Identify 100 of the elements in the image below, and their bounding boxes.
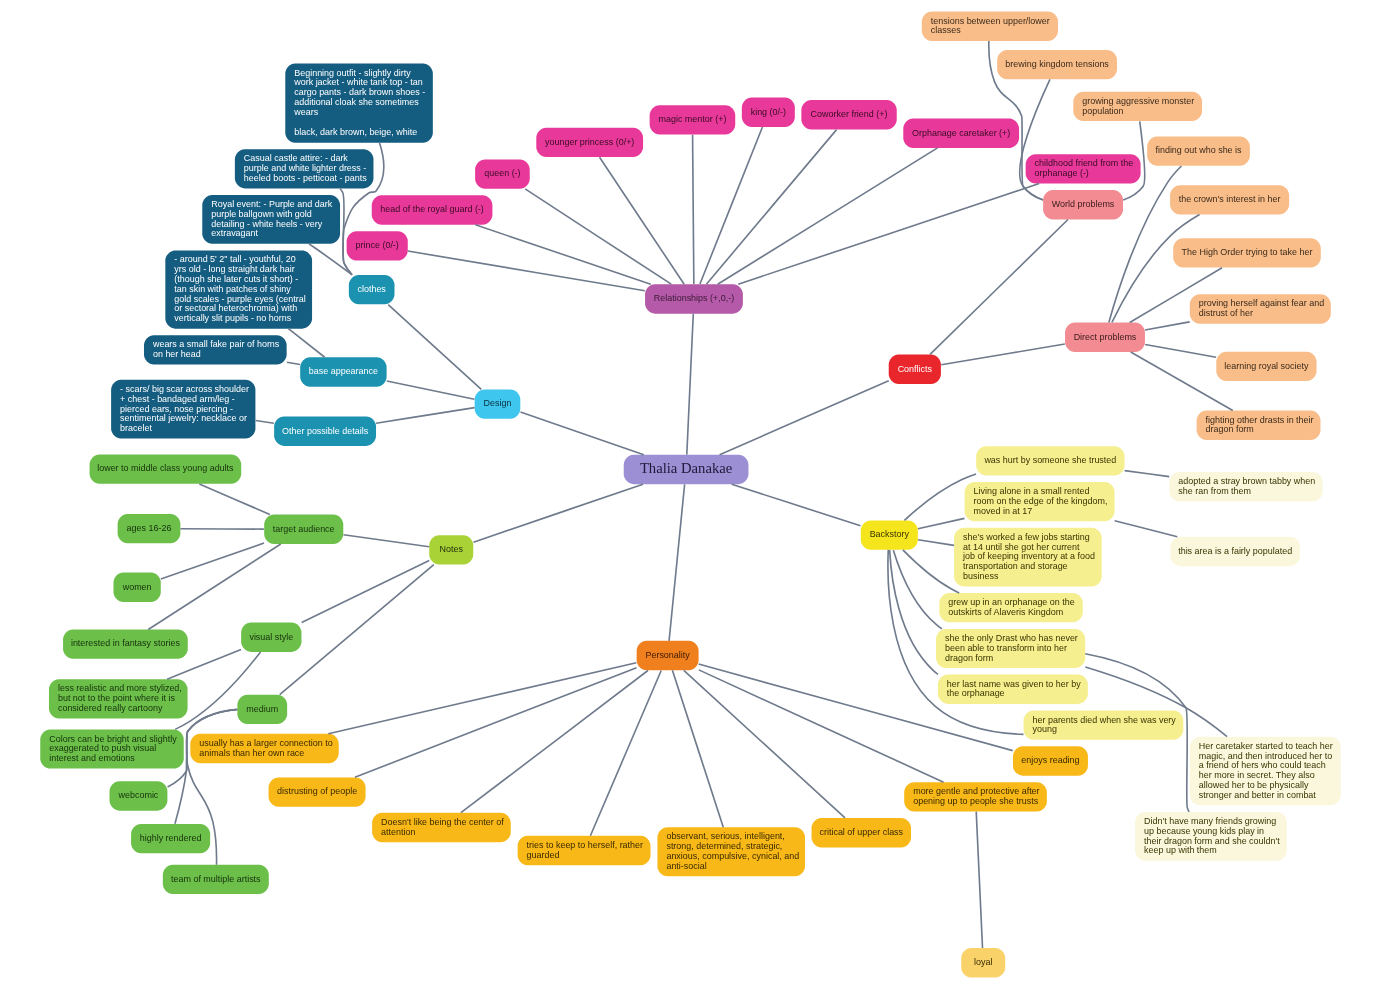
connector (179, 527, 265, 530)
connector (198, 483, 271, 516)
connector (1108, 165, 1183, 324)
node-box: wears a small fake pair of horns on her head (144, 335, 287, 365)
node-box: the crown's interest in her (1170, 185, 1290, 215)
node-box: ages 16-26 (117, 514, 181, 544)
connector (716, 147, 939, 286)
node-box: Other possible details (274, 416, 377, 446)
node-box: tensions between upper/lower classes (921, 11, 1058, 41)
node-box: fighting other drasts in their dragon form (1196, 410, 1321, 440)
node-box: Design (474, 389, 521, 419)
connector (887, 549, 1025, 736)
node-box: webcomic (109, 781, 168, 811)
connector (524, 188, 673, 285)
connector (685, 313, 695, 456)
connector (975, 810, 984, 949)
connector (589, 669, 662, 837)
node-box: World problems (1043, 190, 1123, 220)
node-box: brewing kingdom tensions (997, 49, 1117, 80)
node-box: highly rendered (131, 824, 211, 854)
node-box: The High Order trying to take her (1173, 238, 1321, 268)
node-box: her parents died when she was very young (1023, 710, 1184, 740)
node-box: Her caretaker started to teach her magic, and then introduced her to a friend of hers who could teach her more in secret. They also allowed her to be physically stronger and better in combat (1189, 736, 1341, 806)
connector (691, 133, 695, 285)
connector (474, 223, 652, 286)
connector (327, 661, 638, 735)
node-box: her last name was given to her by the orphanage (937, 674, 1088, 704)
connector (174, 651, 262, 731)
node-box: Didn't have many friends growing up because young kids play in their dragon form and she couldn't keep up with them (1135, 811, 1287, 861)
connector (278, 563, 435, 696)
connector (1129, 351, 1234, 412)
node-box: Notes (429, 535, 474, 565)
node-box: enjoys reading (1012, 746, 1088, 776)
node-box: Thalia Danakae (623, 454, 749, 485)
node-box: proving herself against fear and distrust of her (1189, 294, 1331, 324)
connector (147, 543, 282, 631)
connector (917, 517, 966, 530)
node-box: Doesn't like being the center of attention (372, 812, 511, 843)
node-box: target audience (264, 514, 344, 544)
connector (1113, 519, 1179, 538)
connector (354, 666, 638, 779)
connector (300, 559, 430, 624)
connector (1122, 120, 1146, 201)
node-box: critical of upper class (811, 818, 911, 848)
connector (166, 648, 242, 680)
connector (460, 669, 649, 814)
connector (1123, 469, 1171, 478)
connector (903, 473, 977, 522)
connector (342, 533, 430, 548)
node-box: king (0/-) (741, 97, 795, 127)
connector (339, 187, 353, 276)
node-box: Living alone in a small rented room on the edge of the kingdom, moved in at 17 (964, 482, 1115, 522)
node-box: was hurt by someone she trusted (976, 446, 1125, 476)
node-box: Conflicts (888, 354, 941, 384)
node-box: grew up in an orphanage on the outskirts of Alaveris Kingdom (939, 593, 1083, 623)
node-box: Direct problems (1065, 322, 1145, 352)
connector (917, 538, 955, 547)
connector (698, 669, 945, 783)
node-box: usually has a larger connection to animals than her own race (190, 733, 339, 764)
node-box: learning royal society (1216, 351, 1317, 381)
node-box: magic mentor (+) (649, 105, 736, 135)
connector (697, 663, 1014, 752)
node-box: observant, serious, intelligent, strong, determined, strategic, anxious, compulsive, cynical, and anti-social (657, 827, 805, 877)
connector (988, 40, 1044, 201)
node-box: Beginning outfit - slightly dirty work jacket - white tank top - tan cargo pants - dark brown shoes - additional cloak she sometimes wears black, dark brown, beige, white (285, 63, 433, 143)
connector (406, 250, 646, 292)
connector (705, 128, 838, 286)
connector (254, 419, 275, 425)
connector (387, 303, 483, 391)
connector (519, 411, 645, 456)
node-box: women (113, 572, 161, 602)
connector (375, 406, 476, 424)
node-box: more gentle and protective after opening up to people she trusts (904, 782, 1047, 812)
node-box: Royal event: - Purple and dark purple ballgown with gold detailing - white heels - very extravagant (202, 194, 341, 244)
connector (892, 549, 943, 630)
connector (160, 542, 265, 580)
node-box: interested in fantasy stories (63, 629, 188, 659)
connector (472, 483, 644, 543)
node-box: Orphanage caretaker (+) (903, 118, 1020, 148)
node-box: less realistic and more stylized, but not to the point where it is considered really cartoony (48, 679, 188, 719)
node-box: younger princess (0/+) (536, 127, 644, 158)
node-box: queen (-) (475, 159, 530, 189)
connector (718, 379, 890, 456)
node-box: head of the royal guard (-) (371, 195, 493, 225)
node-box: finding out who she is (1147, 136, 1250, 166)
node-box: lower to middle class young adults (89, 454, 242, 484)
connector (737, 182, 1040, 285)
connector (174, 708, 239, 825)
connector (699, 126, 764, 285)
connector (287, 327, 326, 359)
connector (888, 549, 939, 676)
node-box: Casual castle attire: - dark purple and white lighter dress - heeled boots - petticoat - pants (234, 149, 374, 189)
connector (1128, 266, 1223, 324)
node-box: visual style (241, 622, 302, 652)
node-box: she's worked a few jobs starting at 14 until she got her current job of keeping inventory at a food transportation and storage business (954, 527, 1102, 587)
connector (286, 361, 301, 366)
node-box: Coworker friend (+) (801, 100, 897, 130)
connector (1084, 666, 1228, 738)
connector (1144, 321, 1191, 331)
connector (668, 483, 686, 642)
